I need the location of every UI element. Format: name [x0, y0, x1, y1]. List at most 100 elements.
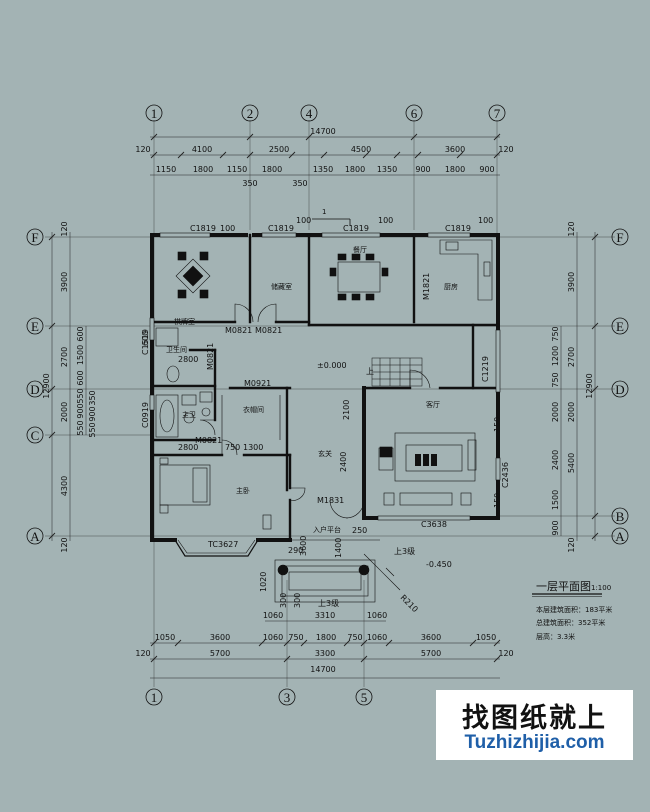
room-storage-label: 储藏室	[271, 282, 292, 291]
label-2400: 2400	[339, 452, 348, 472]
axis-label-left-a: A	[30, 529, 40, 544]
dim-bottom-r1-5: 750	[347, 633, 362, 642]
dim-front-2: 1060	[367, 611, 387, 620]
section-number: 1	[322, 208, 326, 216]
dim-left-c1-1: 3900	[60, 272, 69, 292]
dim-bottom-r2-4: 120	[498, 649, 513, 658]
room-chess-label: 棋牌室	[174, 317, 195, 326]
dim-right-c1-3: 2000	[567, 402, 576, 422]
dim-left-c3-0: 350	[88, 390, 97, 405]
label-m1821: M1821	[422, 273, 431, 300]
label-150-b: 150	[493, 493, 502, 508]
label-elev-0: ±0.000	[317, 361, 347, 370]
label-600: 600	[141, 331, 150, 346]
watermark-cn: 找图纸就上	[462, 703, 607, 734]
axis-label-top-1: 1	[151, 106, 158, 121]
dim-bottom-total: 14700	[310, 665, 335, 674]
label-1400: 1400	[334, 538, 343, 558]
walls-exterior	[150, 233, 500, 542]
label-c0919: C0919	[141, 402, 150, 428]
label-150-a: 150	[493, 417, 502, 432]
dim-left-c2-2: 600	[76, 370, 85, 385]
dim-bottom-r1-8: 1050	[476, 633, 496, 642]
axis-bubbles	[26, 104, 629, 706]
label-c2436: C2436	[501, 462, 510, 488]
dim-left-c2-4: 900	[76, 403, 85, 418]
label-m0921: M0921	[244, 379, 271, 388]
room-wc-label: 主卫	[182, 410, 196, 419]
label-m0821-d: M0821	[195, 436, 222, 445]
axis-bubble-labels: 1 2 4 6 7 1 3 5 F E D C A F E D B A	[30, 106, 625, 705]
furniture	[155, 239, 493, 530]
dimension-ticks	[48, 133, 599, 663]
dims-top: 14700 120 4100 2500 4500 3600 120 1150 1…	[135, 127, 513, 188]
dim-right-c1-4: 5400	[567, 453, 576, 473]
dimension-lines	[51, 136, 596, 679]
dim-front-1: 3310	[315, 611, 335, 620]
dim-right-c2-5: 1500	[551, 490, 560, 510]
axis-label-bottom-5: 5	[361, 690, 368, 705]
dim-right-total: 12900	[585, 373, 594, 398]
dim-left-c2-0: 600	[76, 326, 85, 341]
label-250: 250	[352, 526, 367, 535]
label-100-b: 100	[296, 216, 311, 225]
dim-bottom-r1-1: 3600	[210, 633, 230, 642]
dim-right-c1-1: 3900	[567, 272, 576, 292]
dim-top-r2-6: 1350	[377, 165, 397, 174]
label-100-a: 100	[220, 224, 235, 233]
axis-label-left-c: C	[31, 428, 40, 443]
dim-left-c2-3: 550	[76, 388, 85, 403]
label-c1819-c: C1819	[343, 224, 369, 233]
dim-top-r2-8: 1800	[445, 165, 465, 174]
dim-top-r2-1: 1800	[193, 165, 213, 174]
axis-label-top-7: 7	[494, 106, 501, 121]
axis-label-right-e: E	[616, 319, 624, 334]
component-labels: C1819 C1819 C1819 C1819 C1519 C0919 C121…	[141, 208, 510, 614]
dim-left-c1-4: 4300	[60, 476, 69, 496]
plan-scale: 1:100	[591, 584, 611, 592]
staircase	[371, 357, 423, 387]
dim-left-c2-5: 550	[76, 420, 85, 435]
dim-bottom-r1-7: 3600	[421, 633, 441, 642]
area-total: 总建筑面积：352平米	[536, 618, 605, 627]
label-100-d: 100	[478, 216, 493, 225]
dim-front-0: 1060	[263, 611, 283, 620]
label-100-c: 100	[378, 216, 393, 225]
dim-left-c1-5: 120	[60, 537, 69, 552]
room-dining-label: 餐厅	[353, 245, 367, 254]
label-c3638: C3638	[421, 520, 447, 529]
label-step-2: 上3级	[318, 598, 339, 608]
dim-left-total: 12900	[42, 373, 51, 398]
label-step-1: 上3级	[394, 546, 415, 556]
label-300-b: 300	[279, 593, 288, 608]
dim-left-c3-2: 550	[88, 422, 97, 437]
label-radius: R210	[399, 593, 420, 614]
label-c1819-a: C1819	[190, 224, 216, 233]
axis-label-right-a: A	[615, 529, 625, 544]
room-living-label: 客厅	[426, 400, 440, 409]
dim-top-r1-2: 2500	[269, 145, 289, 154]
plan-title: 一层平面图	[536, 580, 591, 593]
label-2800-b: 2800	[178, 443, 198, 452]
room-foyer-label: 玄关	[318, 449, 332, 458]
room-bath-label: 卫生间	[166, 345, 187, 354]
label-2800-a: 2800	[178, 355, 198, 364]
entry-steps	[274, 539, 401, 603]
dim-left-c1-2: 2700	[60, 347, 69, 367]
axis-label-right-d: D	[615, 382, 624, 397]
label-1300: 1300	[243, 443, 263, 452]
dim-bottom-r1-2: 1060	[263, 633, 283, 642]
label-c1219: C1219	[481, 356, 490, 382]
label-m1831: M1831	[317, 496, 344, 505]
dim-top-r2-9: 900	[479, 165, 494, 174]
dim-top-r2-0: 1150	[156, 165, 176, 174]
dim-top-offset-0: 350	[242, 179, 257, 188]
label-2100: 2100	[342, 400, 351, 420]
label-c1519: C1519	[141, 329, 150, 355]
label-up: 上	[366, 367, 374, 376]
axis-label-right-f: F	[616, 230, 623, 245]
dim-right-c2-4: 2400	[551, 450, 560, 470]
dim-top-r2-2: 1150	[227, 165, 247, 174]
label-750: 750	[225, 443, 240, 452]
label-c1819-b: C1819	[268, 224, 294, 233]
